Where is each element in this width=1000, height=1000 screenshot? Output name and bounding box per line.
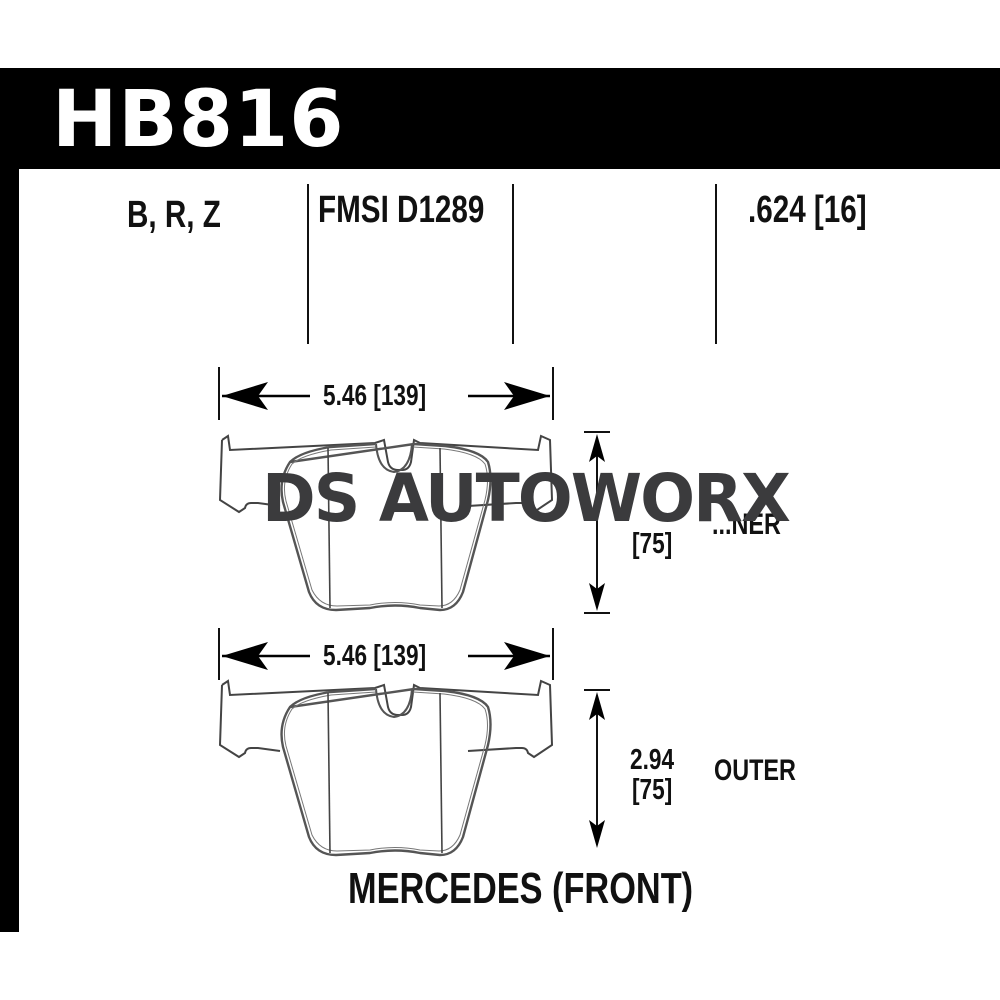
outer-position-label: OUTER [714, 754, 796, 787]
watermark-logo: DS AUTOWORX [262, 460, 791, 537]
header-bar [0, 68, 1000, 169]
fmsi-number: FMSI D1289 [318, 189, 485, 231]
outer-height-mm: [75] [632, 774, 673, 806]
inner-width-dimension: 5.46 [139] [323, 380, 427, 412]
inner-position-label: ...NER [712, 508, 781, 541]
compound-codes: B, R, Z [127, 194, 221, 236]
outer-height-in: 2.94 [630, 744, 675, 776]
divider-line-1 [307, 184, 309, 344]
outer-width-dimension: 5.46 [139] [323, 640, 427, 672]
application-label: MERCEDES (FRONT) [348, 864, 694, 913]
part-number-title: HB816 [52, 75, 345, 165]
divider-line-2 [512, 184, 514, 344]
outer-pad-outline [218, 679, 554, 857]
pad-thickness: .624 [16] [748, 189, 867, 231]
left-frame-bar [0, 68, 19, 932]
divider-line-3 [715, 184, 717, 344]
inner-height-mm: [75] [632, 528, 673, 560]
